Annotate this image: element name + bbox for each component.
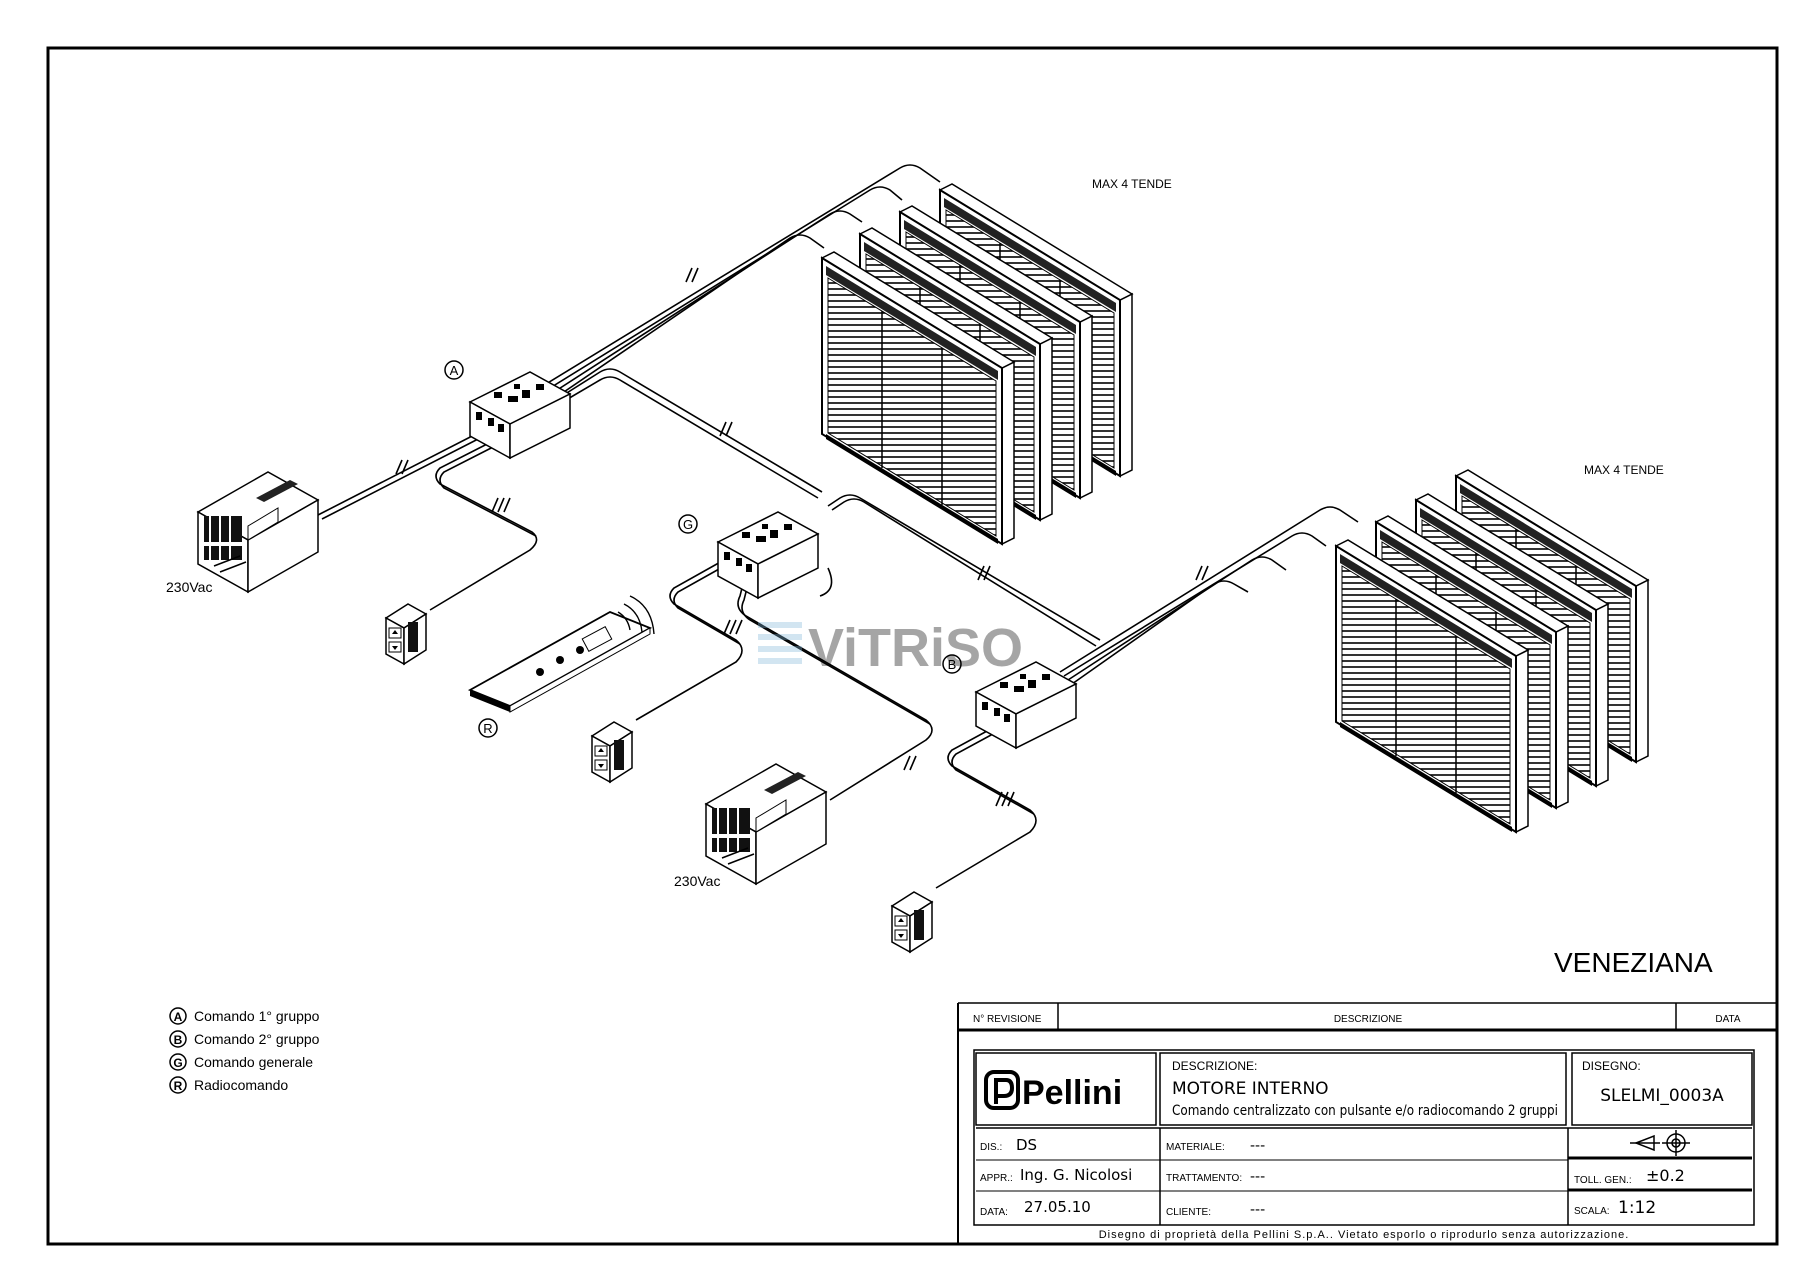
data-label: DATA: bbox=[980, 1207, 1008, 1218]
svg-text:G: G bbox=[173, 1056, 182, 1070]
sheet-border bbox=[46, 46, 1779, 1246]
power-label-1: 230Vac bbox=[166, 579, 212, 595]
group-b-max-label: MAX 4 TENDE bbox=[1584, 463, 1664, 477]
blind-group-a bbox=[821, 183, 1133, 545]
push-button-1 bbox=[385, 603, 427, 665]
watermark: ViTRiSO bbox=[758, 618, 1023, 678]
wiring bbox=[317, 164, 1359, 889]
svg-text:ViTRiSO: ViTRiSO bbox=[808, 618, 1023, 678]
svg-text:R: R bbox=[174, 1079, 183, 1093]
desc-header: DESCRIZIONE bbox=[1334, 1014, 1403, 1025]
svg-text:B: B bbox=[174, 1033, 183, 1047]
power-supply-2 bbox=[705, 763, 827, 885]
mains-leads bbox=[213, 555, 755, 865]
svg-text:A: A bbox=[174, 1010, 183, 1024]
legend-item-r: R Radiocomando bbox=[169, 1076, 288, 1094]
brand-name: Pellini bbox=[1022, 1074, 1122, 1112]
ownership-notice: Disegno di proprietà della Pellini S.p.A… bbox=[1099, 1229, 1630, 1241]
projection-symbol-icon bbox=[1630, 1130, 1690, 1156]
descrizione-label: DESCRIZIONE: bbox=[1172, 1059, 1257, 1073]
disegno-label: DISEGNO: bbox=[1582, 1059, 1641, 1073]
descrizione-line2: Comando centralizzato con pulsante e/o r… bbox=[1172, 1103, 1558, 1119]
dis-label: DIS.: bbox=[980, 1142, 1002, 1153]
trattamento-label: TRATTAMENTO: bbox=[1166, 1173, 1242, 1184]
svg-text:Radiocomando: Radiocomando bbox=[194, 1077, 288, 1093]
group-a-max-label: MAX 4 TENDE bbox=[1092, 177, 1172, 191]
materiale-label: MATERIALE: bbox=[1166, 1142, 1225, 1153]
svg-text:B: B bbox=[948, 657, 957, 672]
materiale-value: --- bbox=[1250, 1138, 1265, 1154]
power-supply-1 bbox=[197, 471, 319, 593]
cliente-value: --- bbox=[1250, 1202, 1265, 1218]
blind-group-b bbox=[1335, 469, 1649, 833]
data-value: 27.05.10 bbox=[1024, 1198, 1091, 1216]
node-a-marker: A bbox=[444, 360, 464, 380]
rev-header: N° REVISIONE bbox=[973, 1014, 1042, 1025]
legend-item-b: B Comando 2° gruppo bbox=[169, 1030, 320, 1048]
date-header: DATA bbox=[1715, 1014, 1741, 1025]
node-r-marker: R bbox=[478, 718, 498, 738]
svg-text:Comando 2° gruppo: Comando 2° gruppo bbox=[194, 1031, 320, 1047]
svg-text:G: G bbox=[683, 517, 693, 532]
trattamento-value: --- bbox=[1250, 1169, 1265, 1185]
node-g-marker: G bbox=[678, 514, 698, 534]
drawing-type-title: VENEZIANA bbox=[1554, 947, 1713, 978]
svg-text:R: R bbox=[483, 721, 492, 736]
control-box-g bbox=[717, 511, 819, 599]
dis-value: DS bbox=[1016, 1136, 1037, 1154]
control-box-a bbox=[469, 371, 571, 459]
legend: A Comando 1° gruppo B Comando 2° gruppo … bbox=[169, 1007, 320, 1094]
appr-label: APPR.: bbox=[980, 1173, 1013, 1184]
svg-text:A: A bbox=[450, 363, 459, 378]
disegno-value: SLELMI_0003A bbox=[1600, 1086, 1724, 1106]
pellini-logo-icon bbox=[984, 1070, 1020, 1110]
scala-label: SCALA: bbox=[1574, 1206, 1610, 1217]
remote-control bbox=[467, 595, 655, 713]
toll-label: TOLL. GEN.: bbox=[1574, 1175, 1632, 1186]
node-b-marker: B bbox=[942, 654, 962, 674]
appr-value: Ing. G. Nicolosi bbox=[1020, 1166, 1132, 1184]
cliente-label: CLIENTE: bbox=[1166, 1207, 1211, 1218]
scala-value: 1:12 bbox=[1618, 1198, 1656, 1218]
svg-text:Comando generale: Comando generale bbox=[194, 1054, 313, 1070]
svg-text:Comando 1° gruppo: Comando 1° gruppo bbox=[194, 1008, 320, 1024]
descrizione-line1: MOTORE INTERNO bbox=[1172, 1079, 1329, 1099]
toll-value: ±0.2 bbox=[1646, 1166, 1685, 1185]
legend-item-g: G Comando generale bbox=[169, 1053, 313, 1071]
power-label-2: 230Vac bbox=[674, 873, 720, 889]
legend-item-a: A Comando 1° gruppo bbox=[169, 1007, 320, 1025]
push-button-2 bbox=[591, 721, 633, 783]
push-button-3 bbox=[891, 891, 933, 953]
title-block: N° REVISIONE DESCRIZIONE DATA Pellini DE… bbox=[957, 1002, 1776, 1244]
